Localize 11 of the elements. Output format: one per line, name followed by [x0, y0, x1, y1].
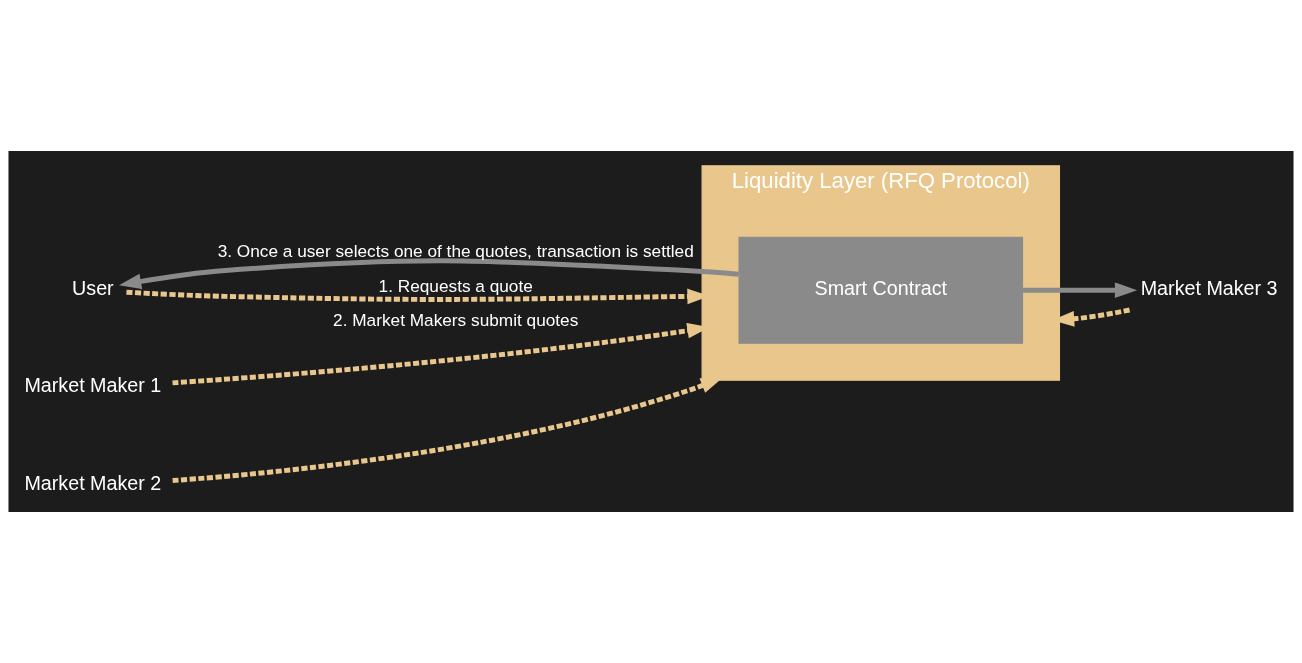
arrow — [172, 377, 723, 484]
edge-label: 1. Requests a quote — [378, 275, 533, 296]
node-text: User — [72, 276, 114, 299]
node-text: Market Maker 2 — [24, 471, 162, 494]
edge-label: 3. Once a user selects one of the quotes, transaction is settled — [217, 241, 694, 262]
arrow — [1022, 282, 1138, 298]
node-box: Smart Contract — [738, 236, 1024, 344]
node-text: Market Maker 1 — [24, 374, 162, 397]
node-text: Market Maker 3 — [1140, 276, 1278, 299]
edge-label: 2. Market Makers submit quotes — [333, 310, 579, 331]
arrow — [118, 258, 739, 290]
